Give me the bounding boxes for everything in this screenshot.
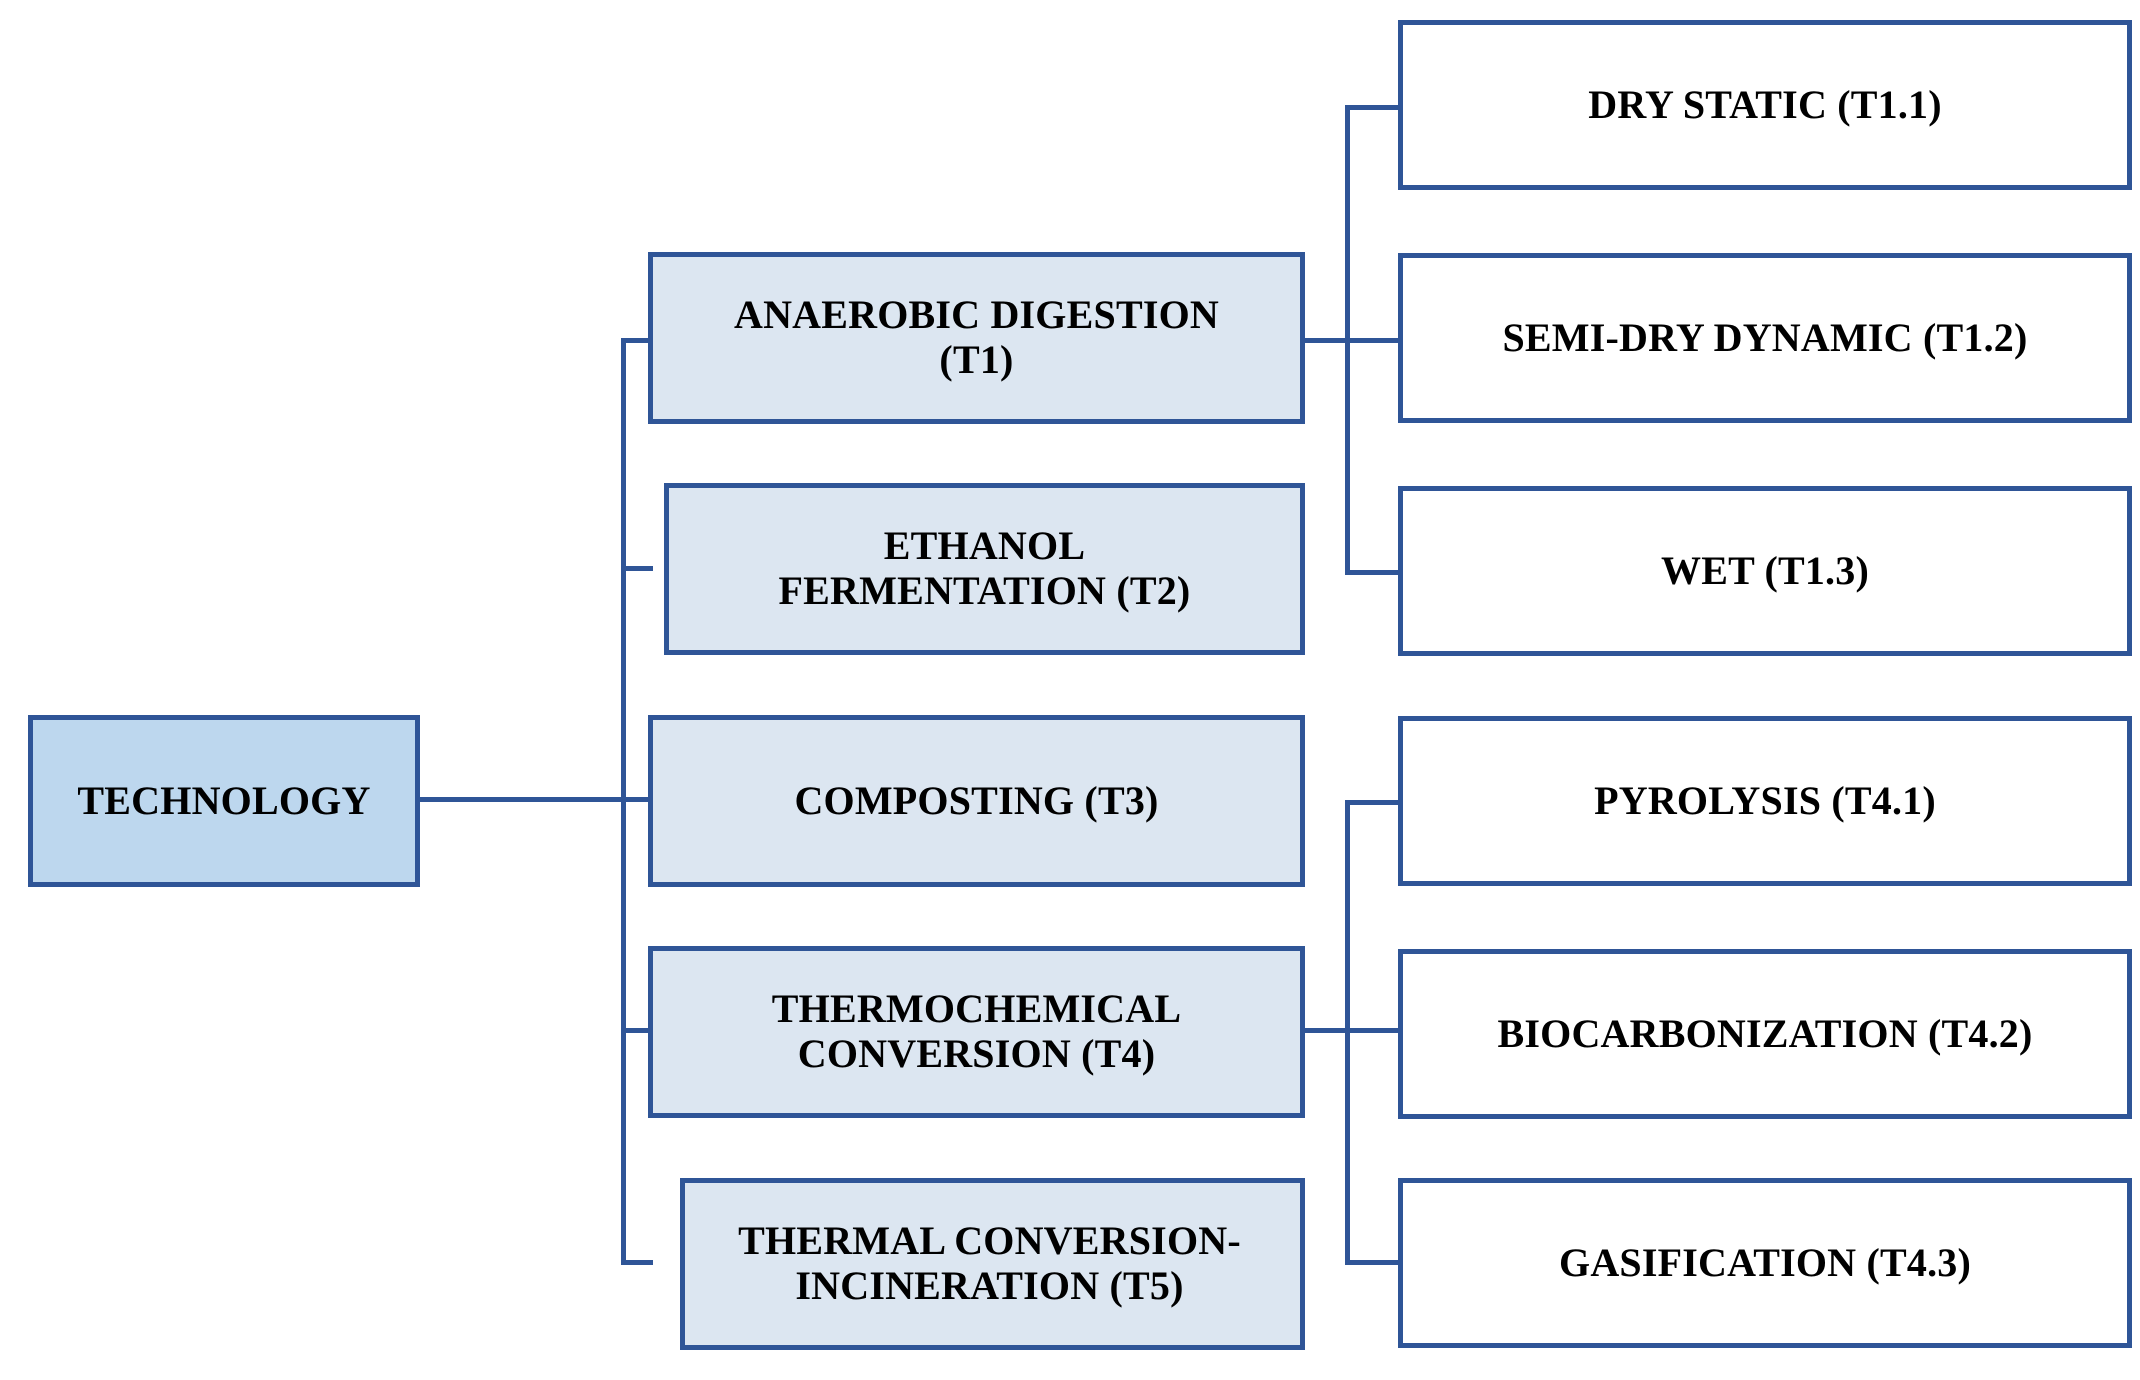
node-thermal-conversion-incineration[interactable]: THERMAL CONVERSION- INCINERATION (T5) [680, 1178, 1305, 1350]
node-wet[interactable]: WET (T1.3) [1398, 486, 2132, 656]
node-pyrolysis-label: PYROLYSIS (T4.1) [1594, 777, 1936, 823]
node-biocarbonization[interactable]: BIOCARBONIZATION (T4.2) [1398, 949, 2132, 1119]
node-composting[interactable]: COMPOSTING (T3) [648, 715, 1305, 887]
node-technology[interactable]: TECHNOLOGY [28, 715, 420, 887]
node-technology-label: TECHNOLOGY [77, 777, 371, 823]
connector-subtrunk-to-t43 [1345, 1260, 1403, 1265]
connector-t4-to-subtrunk [1300, 1028, 1350, 1033]
connector-root-to-trunk [416, 797, 626, 802]
node-anaerobic-digestion[interactable]: ANAEROBIC DIGESTION (T1) [648, 252, 1305, 424]
node-biocarbonization-label: BIOCARBONIZATION (T4.2) [1497, 1010, 2033, 1056]
node-semi-dry-dynamic-label: SEMI-DRY DYNAMIC (T1.2) [1502, 314, 2028, 360]
node-thermochemical-conversion-label: THERMOCHEMICAL CONVERSION (T4) [771, 986, 1182, 1076]
node-pyrolysis[interactable]: PYROLYSIS (T4.1) [1398, 716, 2132, 886]
node-semi-dry-dynamic[interactable]: SEMI-DRY DYNAMIC (T1.2) [1398, 253, 2132, 423]
node-gasification-label: GASIFICATION (T4.3) [1559, 1239, 1971, 1285]
connector-branch-trunk [621, 340, 626, 1265]
connector-trunk-to-t5 [621, 1260, 653, 1265]
connector-trunk-to-t2 [621, 566, 653, 571]
node-dry-static-label: DRY STATIC (T1.1) [1588, 81, 1942, 127]
connector-subtrunk-to-t42 [1345, 1028, 1403, 1033]
connector-t1-to-subtrunk [1300, 338, 1350, 343]
node-composting-label: COMPOSTING (T3) [794, 777, 1159, 823]
connector-subtrunk-to-t13 [1345, 570, 1403, 575]
connector-trunk-to-t4 [621, 1028, 653, 1033]
node-ethanol-fermentation[interactable]: ETHANOL FERMENTATION (T2) [664, 483, 1305, 655]
node-anaerobic-digestion-label: ANAEROBIC DIGESTION (T1) [733, 292, 1219, 382]
node-wet-label: WET (T1.3) [1661, 547, 1869, 593]
connector-subtrunk-to-t12 [1345, 338, 1403, 343]
node-thermochemical-conversion[interactable]: THERMOCHEMICAL CONVERSION (T4) [648, 946, 1305, 1118]
connector-trunk-to-t1 [621, 338, 653, 343]
connector-subtrunk-to-t41 [1345, 800, 1403, 805]
node-ethanol-fermentation-label: ETHANOL FERMENTATION (T2) [778, 523, 1191, 613]
node-thermal-conversion-incineration-label: THERMAL CONVERSION- INCINERATION (T5) [738, 1218, 1241, 1308]
node-gasification[interactable]: GASIFICATION (T4.3) [1398, 1178, 2132, 1348]
connector-subtrunk-to-t11 [1345, 105, 1403, 110]
node-dry-static[interactable]: DRY STATIC (T1.1) [1398, 20, 2132, 190]
connector-trunk-to-t3 [621, 797, 653, 802]
